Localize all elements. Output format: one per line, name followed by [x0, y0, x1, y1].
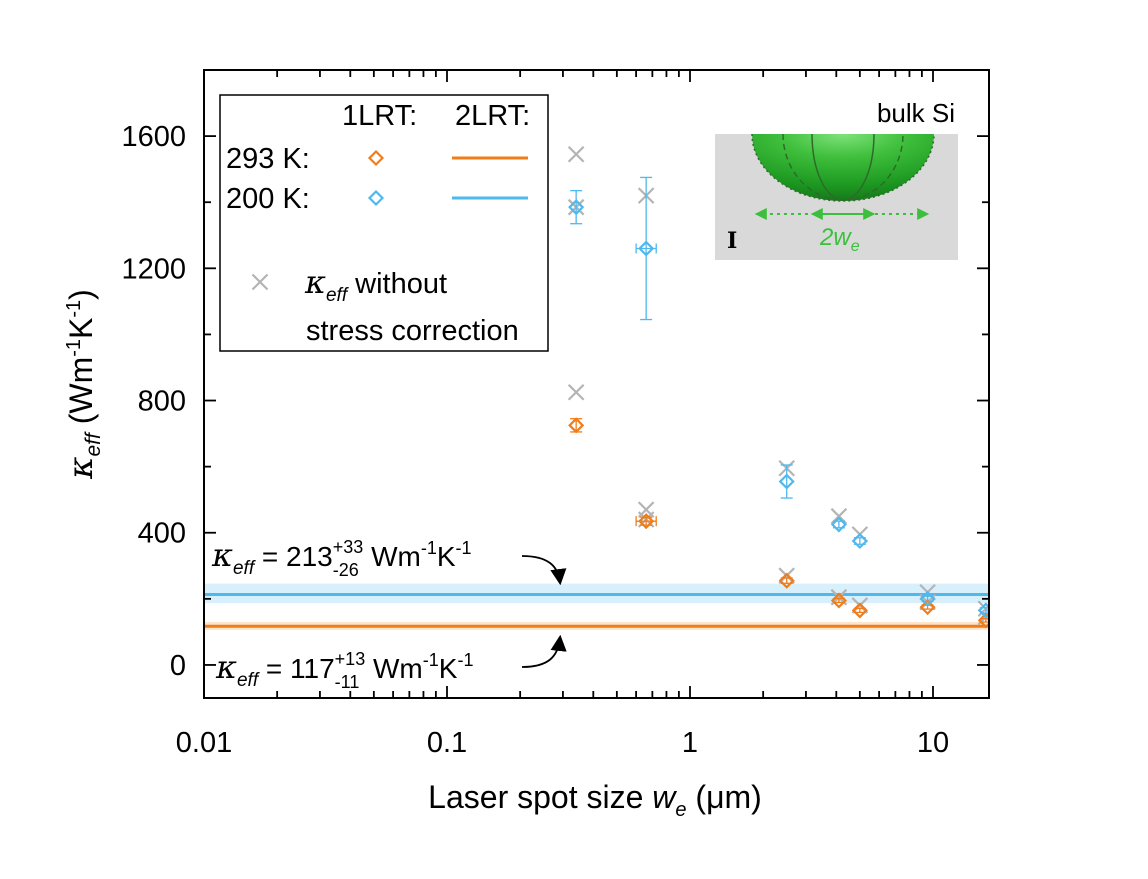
annotation-part: K — [439, 653, 458, 684]
reference-bands — [204, 583, 989, 630]
annotation-part: Wm — [365, 653, 423, 684]
cross-point — [567, 383, 585, 401]
legend-diamond-marker — [367, 189, 385, 207]
annotation-part: -1 — [423, 650, 439, 670]
diamond-point — [851, 602, 868, 619]
annotation-part: K — [437, 541, 456, 572]
diamond-point — [778, 572, 795, 589]
annotation-arrow — [521, 555, 567, 586]
legend-diamond-marker — [367, 149, 385, 167]
inset-schematic: bulk Si I 2we — [715, 98, 958, 260]
diamond-point — [977, 602, 989, 619]
legend-header-1lrt: 1LRT: — [342, 100, 417, 132]
annotation-part: +33 — [333, 537, 364, 557]
annotation-arrow — [521, 634, 567, 668]
diamond-point — [919, 590, 936, 607]
inset-contour-inner — [811, 133, 875, 201]
annotation-part: κ — [211, 536, 233, 574]
inset-title: bulk Si — [877, 98, 955, 128]
diamond-point — [919, 599, 936, 616]
legend-marks — [251, 149, 528, 291]
annotation-label: κeff = 117+13-11 Wm-1K-1 — [215, 648, 473, 692]
legend-cross-label-line1: without — [354, 268, 447, 300]
plot-frame — [203, 69, 990, 699]
inset-heat-profile — [752, 134, 934, 201]
annotation-part: eff — [237, 670, 260, 691]
annotation-part: +13 — [335, 649, 366, 669]
annotation-part: -11 — [335, 672, 360, 692]
x-tick-label: 0.1 — [427, 727, 467, 759]
annotation-part: -26 — [333, 560, 359, 580]
diamond-point — [778, 473, 795, 490]
y-tick-label: 1200 — [121, 253, 186, 285]
inset-dimension-main: 2w — [819, 224, 852, 251]
diamond-point — [638, 240, 655, 257]
annotation-part: κ — [215, 648, 237, 686]
y-tick-label: 1600 — [121, 121, 186, 153]
diamond-point — [830, 592, 847, 609]
annotation-label: κeff = 213+33-26 Wm-1K-1 — [211, 536, 472, 580]
diamond-point — [851, 532, 868, 550]
x-tick-label: 10 — [917, 727, 949, 759]
data-points — [567, 146, 989, 629]
inset-dimension-sub: e — [851, 238, 860, 255]
legend-box — [219, 94, 549, 352]
inset-roman-label: I — [727, 228, 737, 254]
y-tick-label: 400 — [138, 518, 186, 550]
diamond-point — [568, 417, 585, 434]
diamond-point — [568, 199, 585, 216]
legend-cross-label: κeff without — [304, 263, 447, 306]
cross-point — [567, 146, 585, 163]
inset-dimension-label: 2we — [819, 224, 860, 255]
x-axis-ticks: 0.01 0.1 1 10 — [176, 70, 949, 759]
legend-cross-symbol-sub: eff — [326, 285, 349, 306]
diamond-point — [977, 612, 989, 629]
legend-row-200k-label: 200 K: — [226, 183, 310, 215]
y-tick-label: 800 — [138, 386, 186, 418]
y-tick-label: 0 — [170, 650, 186, 682]
diamond-point — [830, 516, 847, 533]
legend: 1LRT: 2LRT: 293 K: 200 K: κeff without s… — [219, 94, 549, 352]
annotation-part: = 213 — [254, 541, 333, 572]
annotation-part: eff — [233, 558, 256, 579]
x-axis-label: Laser spot size we (μm) — [428, 779, 762, 821]
x-tick-label: 1 — [682, 727, 698, 759]
legend-cross-marker — [251, 273, 269, 291]
x-tick-label: 0.01 — [176, 727, 232, 759]
annotation-part: -1 — [457, 650, 473, 670]
y-axis-ticks: 0 400 800 1200 1600 — [121, 69, 989, 682]
annotation-part: = 117 — [258, 653, 335, 684]
annotation-part: -1 — [421, 538, 437, 558]
legend-header-2lrt: 2LRT: — [455, 100, 530, 132]
reference-lines — [204, 593, 989, 628]
annotation-part: -1 — [456, 538, 472, 558]
legend-cross-symbol: κ — [304, 263, 326, 301]
diamond-point — [638, 513, 655, 530]
legend-row-293k-label: 293 K: — [226, 143, 310, 175]
legend-cross-label-line2: stress correction — [306, 315, 519, 347]
y-axis-label: κeff (Wm-1K-1) — [61, 289, 105, 480]
annotation-part: Wm — [363, 541, 421, 572]
